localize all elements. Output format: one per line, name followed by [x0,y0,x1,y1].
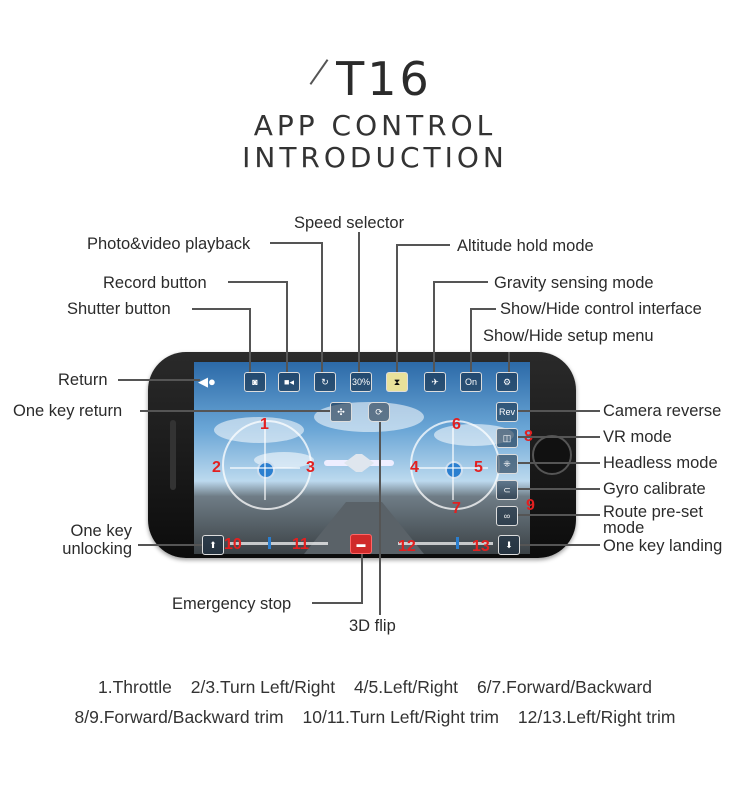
number-10: 10 [224,536,242,553]
setup-menu-gear-icon[interactable]: ⚙ [496,372,518,392]
trim-slider-left[interactable] [228,542,328,545]
label-headless-mode: Headless mode [603,454,718,472]
route-preset-icon[interactable]: ∞ [496,506,518,526]
label-speed-selector: Speed selector [294,214,405,232]
shutter-icon[interactable]: ◙ [244,372,266,392]
label-photo-video-playback: Photo&video playback [87,235,251,253]
legend-item: 2/3.Turn Left/Right [190,677,336,697]
number-12: 12 [398,538,416,555]
label-shutter-button: Shutter button [67,300,171,318]
legend-item: 10/11.Turn Left/Right trim [302,707,499,727]
phone-speaker-icon [170,420,176,490]
legend-row-2: 8/9.Forward/Backward trim 10/11.Turn Lef… [0,707,750,728]
left-stick-axis [230,467,300,469]
right-joystick-knob[interactable] [445,461,463,479]
label-emergency-stop: Emergency stop [172,595,292,613]
number-5: 5 [474,459,483,476]
leader-altitude [396,244,450,372]
label-gravity-sensing: Gravity sensing mode [494,274,654,292]
leader-shutter [192,308,251,372]
leader-record [228,281,288,372]
number-2: 2 [212,459,221,476]
number-3: 3 [306,459,315,476]
left-stick-axis [264,428,266,500]
label-vr-mode: VR mode [603,428,672,446]
gyro-calibrate-icon[interactable]: ⊂ [496,480,518,500]
label-return: Return [58,371,108,389]
airplane-wing-icon [344,454,374,472]
return-icon[interactable]: ◀● [198,374,216,389]
trim-slider-right[interactable] [398,542,493,545]
label-camera-reverse: Camera reverse [603,402,722,420]
number-1: 1 [260,416,269,433]
label-route-preset-mode: mode [603,519,645,537]
label-show-hide-setup: Show/Hide setup menu [483,327,654,345]
one-key-landing-icon[interactable]: ⬇ [498,535,520,555]
label-one-key-unlocking: One key [70,522,132,540]
legend-item: 4/5.Left/Right [353,677,459,697]
control-toggle-button[interactable]: On [460,372,482,392]
one-key-unlocking-icon[interactable]: ⬆ [202,535,224,555]
label-show-hide-control: Show/Hide control interface [500,300,702,318]
model-name: T16 [336,52,432,106]
number-9: 9 [526,497,535,514]
leader-control [470,308,496,372]
one-key-return-icon[interactable]: ✣ [330,402,352,422]
number-13: 13 [472,538,490,555]
altitude-hold-icon[interactable]: ⧗ [386,372,408,392]
trim-slider-left-thumb[interactable] [268,537,271,549]
flip-3d-icon[interactable]: ⟳ [368,402,390,422]
vr-mode-icon[interactable]: ◫ [496,428,518,448]
label-gyro-calibrate: Gyro calibrate [603,480,706,498]
playback-icon[interactable]: ↻ [314,372,336,392]
label-one-key-return: One key return [13,402,123,420]
subtitle-line-2: INTRODUCTION [242,141,508,174]
number-7: 7 [452,500,461,517]
subtitle-line-1: APP CONTROL [253,109,497,142]
number-6: 6 [452,416,461,433]
right-stick-axis [418,467,488,469]
leader-playback [270,242,323,372]
number-11: 11 [292,536,309,553]
home-button-icon [532,435,572,475]
legend-item: 8/9.Forward/Backward trim [74,707,284,727]
label-one-key-unlocking-2: unlocking [62,540,132,558]
camera-reverse-button[interactable]: Rev [496,402,518,422]
record-icon[interactable]: ■◂ [278,372,300,392]
legend-item: 6/7.Forward/Backward [476,677,653,697]
leader-gravity [433,281,488,372]
label-altitude-hold: Altitude hold mode [457,237,594,255]
trim-slider-right-thumb[interactable] [456,537,459,549]
number-4: 4 [410,459,419,476]
headless-mode-icon[interactable]: ⁜ [496,454,518,474]
title-block: T16 APP CONTROL INTRODUCTION [0,52,750,174]
label-record-button: Record button [103,274,207,292]
left-joystick-ring[interactable] [222,420,312,510]
model-title: T16 [0,52,750,106]
legend-row-1: 1.Throttle 2/3.Turn Left/Right 4/5.Left/… [0,677,750,698]
leader-emergency [312,554,363,604]
left-joystick-knob[interactable] [257,461,275,479]
legend-item: 1.Throttle [97,677,172,697]
speed-selector-button[interactable]: 30% [350,372,372,392]
emergency-stop-button[interactable]: ▬ [350,534,372,554]
label-3d-flip: 3D flip [349,617,396,635]
right-stick-axis [452,428,454,500]
label-one-key-landing: One key landing [603,537,723,555]
label-route-preset: Route pre-set [603,503,703,521]
gravity-sensing-icon[interactable]: ✈ [424,372,446,392]
legend-item: 12/13.Left/Right trim [517,707,676,727]
